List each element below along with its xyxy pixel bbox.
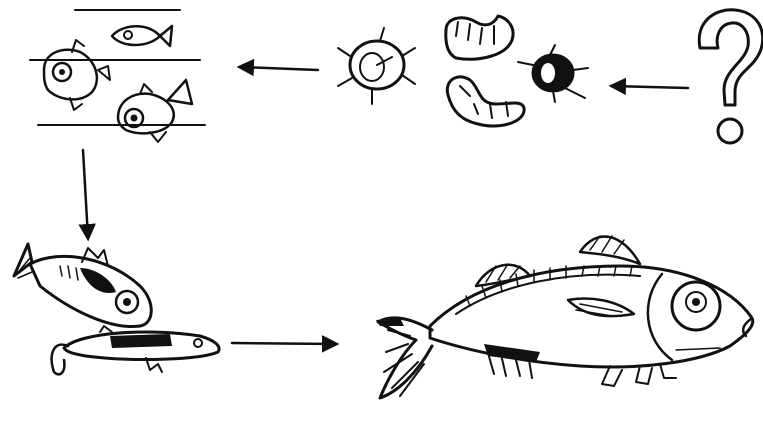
small-fish-bottom-icon — [118, 80, 192, 142]
beetle-dark-icon — [518, 45, 588, 102]
arrow-small-fish-to-medium-fish — [83, 150, 88, 238]
large-predatory-fish-icon — [376, 236, 753, 398]
arrow-invertebrates-to-small-fish — [240, 67, 318, 70]
question-mark-icon — [699, 10, 763, 143]
medium-fish-pair-icon — [14, 244, 219, 374]
beetle-left-icon — [338, 28, 415, 104]
small-invertebrates-icon — [338, 16, 588, 126]
arrow-medium-fish-to-large-fish — [232, 343, 336, 344]
arrow-unknown-to-invertebrates — [612, 86, 688, 88]
small-fish-round-icon — [44, 40, 110, 110]
shrimp-bottom-icon — [447, 77, 524, 126]
medium-fish-lower-icon — [52, 326, 219, 374]
small-fish-top-icon — [112, 26, 172, 46]
medium-fish-upper-icon — [14, 244, 151, 327]
small-fish-group-icon — [30, 10, 205, 142]
shrimp-top-icon — [446, 16, 513, 59]
